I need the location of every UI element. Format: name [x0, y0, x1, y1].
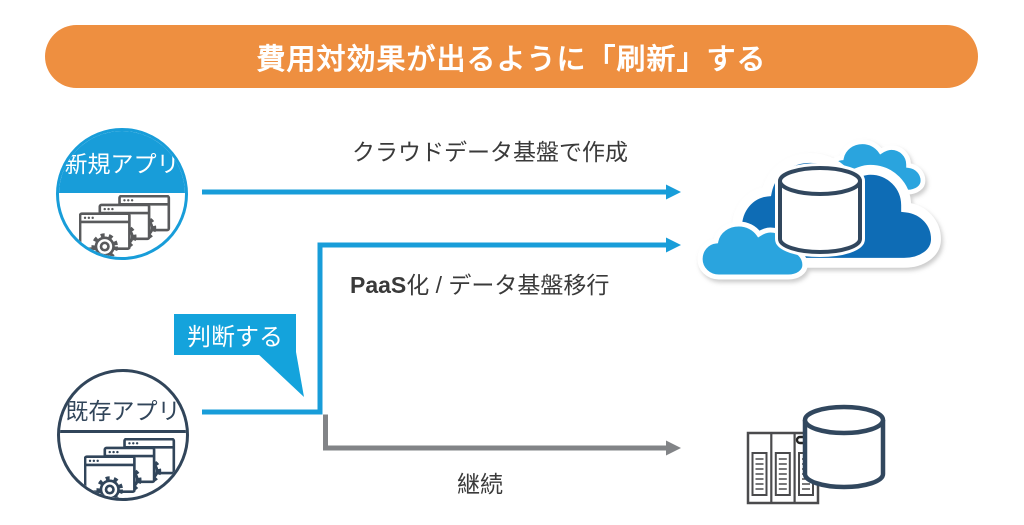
- node-new-app-header: 新規アプリ: [59, 131, 185, 193]
- app-windows-icon: [84, 438, 176, 498]
- arrow-paas-migration: [317, 237, 681, 414]
- page-title: 費用対効果が出るように「刷新」する: [256, 43, 767, 76]
- flow-label-paas-migration: PaaS化 / データ基盤移行: [350, 266, 609, 300]
- database-cylinder-icon: [802, 404, 886, 490]
- flow-label-continue: 継続: [457, 471, 503, 497]
- server-database-icon: [746, 404, 886, 505]
- flow-label-create-cloud: クラウドデータ基盤で作成: [352, 139, 628, 165]
- node-divider: [60, 430, 186, 433]
- decision-callout: 判断する: [174, 314, 296, 355]
- node-existing-app: 既存アプリ: [57, 369, 189, 501]
- arrow-create-cloud: [202, 184, 681, 200]
- node-label: 既存アプリ: [65, 398, 181, 424]
- title-banner: 費用対効果が出るように「刷新」する: [45, 25, 978, 88]
- decision-callout-label: 判断する: [187, 324, 283, 351]
- flow-label-paas-rest: 化 / データ基盤移行: [406, 272, 610, 298]
- node-label: 新規アプリ: [64, 151, 180, 177]
- flow-label-paas-bold: PaaS: [350, 272, 407, 298]
- node-new-app: 新規アプリ: [56, 128, 188, 260]
- arrow-continue: [323, 414, 681, 456]
- database-cylinder-icon: [775, 163, 865, 257]
- app-windows-icon: [79, 195, 171, 257]
- callout-tail: [256, 352, 304, 397]
- cloud-database-icon: [700, 142, 936, 277]
